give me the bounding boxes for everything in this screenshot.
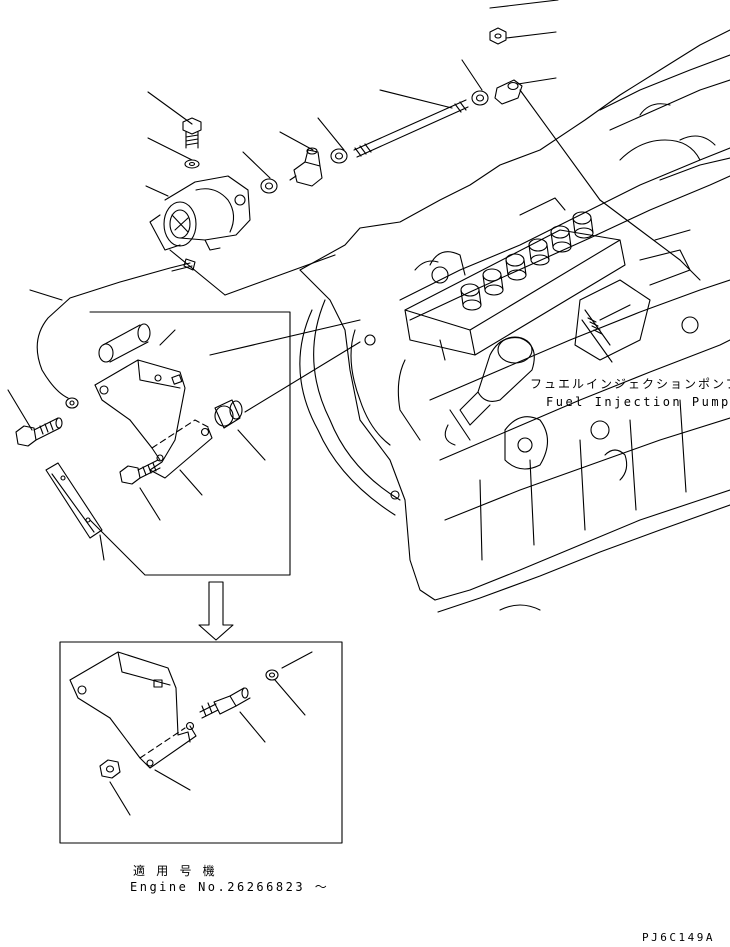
stop-solenoid-assembly: [37, 28, 522, 408]
drawing-code: PJ6C149A: [642, 931, 715, 944]
down-arrow-icon: [199, 582, 233, 640]
applicable-label-jp: 適 用 号 機: [133, 863, 217, 878]
bracket-detail-lower: [60, 642, 342, 843]
applicable-engine-number: Engine No.26266823 ～: [130, 880, 329, 894]
bracket-detail-upper: [90, 312, 290, 575]
pump-label-jp: フュエルインジェクションポンプ: [530, 377, 730, 391]
pump-label-en: Fuel Injection Pump: [546, 395, 730, 409]
cable-strap: [46, 463, 102, 538]
engine-block: [300, 30, 730, 612]
leader-lines: [8, 0, 612, 815]
bolt-left: [16, 418, 62, 446]
